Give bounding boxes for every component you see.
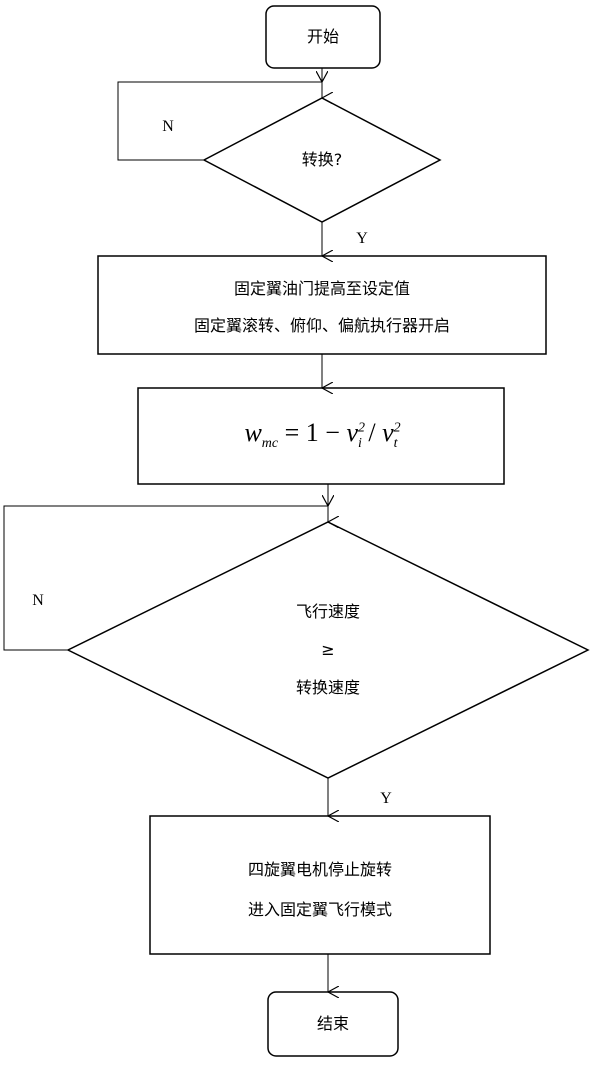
edge-d1-no-loop bbox=[117, 81, 322, 161]
edge-d2-no-loop bbox=[3, 505, 328, 651]
d2-yes-label: Y bbox=[380, 790, 392, 807]
start-terminal bbox=[265, 5, 381, 69]
end-label: 结束 bbox=[316, 1014, 349, 1033]
process2-line2: 进入固定翼飞行模式 bbox=[247, 900, 392, 919]
formula-v2: v bbox=[382, 418, 394, 447]
formula-slash: / bbox=[368, 418, 376, 447]
formula-text: wmc = 1 − v2i / v2t bbox=[138, 418, 504, 452]
formula-v1: v bbox=[346, 418, 358, 447]
d1-no-label: N bbox=[162, 118, 174, 135]
process1-box bbox=[97, 255, 547, 355]
formula-v2-sub: t bbox=[393, 436, 398, 452]
start-label: 开始 bbox=[306, 27, 339, 46]
process1-line1: 固定翼油门提高至设定值 bbox=[233, 279, 410, 298]
formula-v2-sup: 2 bbox=[393, 420, 401, 436]
decision2-line2: ≥ bbox=[321, 640, 335, 659]
formula-w-sub: mc bbox=[261, 436, 279, 452]
formula-v1-sup: 2 bbox=[357, 420, 365, 436]
process1-line2: 固定翼滚转、俯仰、偏航执行器开启 bbox=[193, 316, 450, 335]
process2-box bbox=[149, 815, 491, 955]
process2-line1: 四旋翼电机停止旋转 bbox=[247, 860, 392, 879]
decision2-line1: 飞行速度 bbox=[295, 602, 360, 621]
decision1-label: 转换? bbox=[301, 150, 343, 169]
d1-yes-label: Y bbox=[356, 230, 368, 247]
formula-v1-sub: i bbox=[357, 436, 362, 452]
formula-eq: = 1 − bbox=[284, 418, 340, 447]
d2-no-label: N bbox=[32, 592, 44, 609]
decision2-line3: 转换速度 bbox=[295, 678, 360, 697]
formula-w: w bbox=[244, 418, 262, 447]
